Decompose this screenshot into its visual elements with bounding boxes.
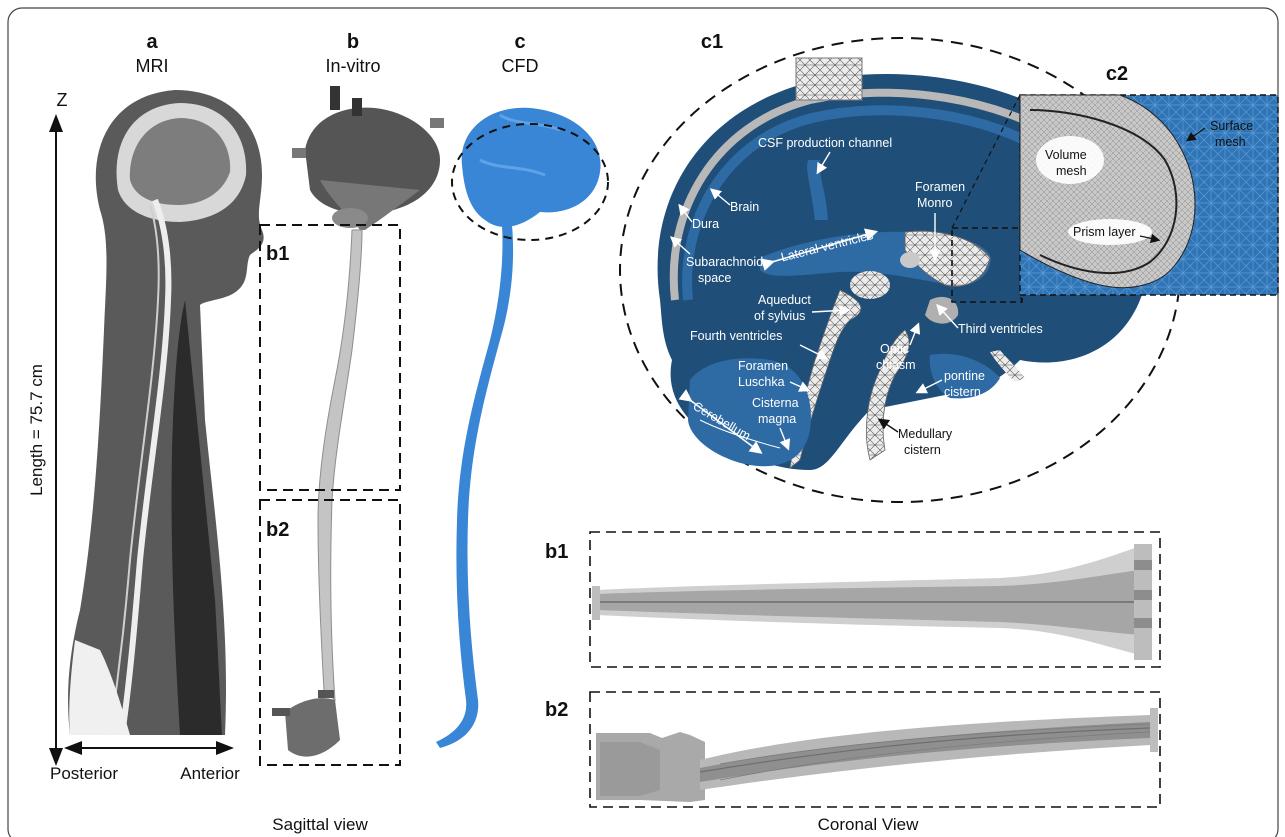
- sagittal-view-label: Sagittal view: [272, 815, 368, 834]
- z-axis-label: Z: [57, 90, 68, 110]
- c2-inset: Volume mesh Prism layer Surface mesh: [1020, 95, 1278, 295]
- csf-channel-block: [796, 58, 862, 100]
- foramen-luschka-label-1: Foramen: [738, 359, 788, 373]
- coronal-b1-image: [592, 544, 1152, 660]
- length-label: Length = 75.7 cm: [27, 364, 46, 496]
- third-ventricles-label: Third ventricles: [958, 322, 1043, 336]
- aqueduct-label-1: Aqueduct: [758, 293, 811, 307]
- volume-mesh-label-2: mesh: [1056, 164, 1087, 178]
- optic-chiasm-label-2: chiasm: [876, 358, 916, 372]
- surface-mesh-label-1: Surface: [1210, 119, 1253, 133]
- b1-letter: b1: [266, 243, 289, 265]
- panel-a-title: MRI: [136, 56, 169, 76]
- mri-image: [68, 90, 264, 735]
- posterior-arrow: [64, 741, 82, 755]
- coronal-view-label: Coronal View: [818, 815, 920, 834]
- coronal-b1-letter: b1: [545, 541, 568, 563]
- subarachnoid-label-2: space: [698, 271, 731, 285]
- cisterna-magna-label-2: magna: [758, 412, 796, 426]
- foramen-monro-label-2: Monro: [917, 196, 952, 210]
- panel-c1-letter: c1: [701, 31, 723, 53]
- pontine-cistern-label-2: cistern: [944, 385, 981, 399]
- medullary-cistern-label-1: Medullary: [898, 427, 953, 441]
- volume-mesh-label-1: Volume: [1045, 148, 1087, 162]
- brain-label: Brain: [730, 200, 759, 214]
- dura-label: Dura: [692, 217, 719, 231]
- cisterna-magna-label-1: Cisterna: [752, 396, 799, 410]
- panel-c2-letter: c2: [1106, 63, 1128, 85]
- aqueduct-label-2: of sylvius: [754, 309, 805, 323]
- b2-letter: b2: [266, 519, 289, 541]
- csf-channel-label: CSF production channel: [758, 136, 892, 150]
- surface-mesh-label-2: mesh: [1215, 135, 1246, 149]
- panel-b-letter: b: [347, 31, 359, 53]
- foramen-monro-label-1: Foramen: [915, 180, 965, 194]
- anterior-arrow: [216, 741, 234, 755]
- coronal-b2-image: [596, 708, 1158, 802]
- posterior-label: Posterior: [50, 764, 118, 783]
- foramen-luschka-label-2: Luschka: [738, 375, 785, 389]
- coronal-b2-letter: b2: [545, 699, 568, 721]
- in-vitro-model: [272, 86, 444, 757]
- panel-a-letter: a: [146, 31, 158, 53]
- medullary-cistern-label-2: cistern: [904, 443, 941, 457]
- anterior-label: Anterior: [180, 764, 240, 783]
- panel-c-letter: c: [514, 31, 525, 53]
- panel-c-title: CFD: [502, 56, 539, 76]
- fourth-ventricles-label: Fourth ventricles: [690, 329, 782, 343]
- subarachnoid-label-1: Subarachnoid: [686, 255, 763, 269]
- cfd-model: [436, 108, 601, 748]
- pontine-cistern-label-1: pontine: [944, 369, 985, 383]
- prism-layer-label: Prism layer: [1073, 225, 1136, 239]
- length-axis-arrow-top: [49, 114, 63, 132]
- panel-b-title: In-vitro: [325, 56, 380, 76]
- optic-chiasm-label-1: Optic: [880, 342, 909, 356]
